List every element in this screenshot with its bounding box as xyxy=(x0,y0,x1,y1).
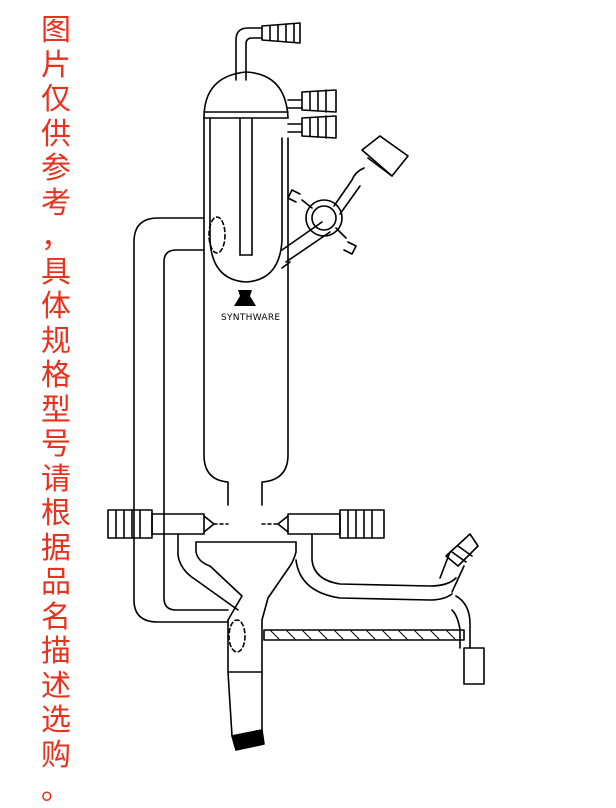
disclaimer-char: 图 xyxy=(41,13,71,48)
disclaimer-char: 购 xyxy=(41,737,71,773)
stopcock-side-arm xyxy=(281,135,409,269)
disclaimer-char: 具 xyxy=(41,254,71,290)
synthware-logo: SYNTHWARE xyxy=(221,290,280,323)
disclaimer-char: 品 xyxy=(41,565,71,600)
bottom-ground-joint xyxy=(227,619,265,751)
glass-apparatus-diagram: SYNTHWARE xyxy=(107,22,485,751)
disclaimer-char: 根 xyxy=(41,496,71,531)
disclaimer-char: 请 xyxy=(41,461,71,497)
brand-name: SYNTHWARE xyxy=(221,313,280,323)
disclaimer-char: ， xyxy=(41,220,71,255)
disclaimer-char: 体 xyxy=(41,289,71,324)
disclaimer-char: 。 xyxy=(41,772,71,807)
disclaimer-vertical-text: 图片仅供参考，具体规格型号请根据品名描述选购。 xyxy=(34,13,78,808)
disclaimer-char: 型 xyxy=(41,392,71,428)
disclaimer-char: 供 xyxy=(41,116,71,152)
reservoir-body xyxy=(203,117,289,506)
condenser-jacket xyxy=(203,71,337,139)
disclaimer-char: 描 xyxy=(41,634,71,669)
condenser-top-hose-barb xyxy=(235,22,301,81)
joint-row xyxy=(107,509,385,539)
disclaimer-char: 规 xyxy=(41,323,71,359)
disclaimer-char: 据 xyxy=(41,530,71,566)
lower-manifold xyxy=(177,533,457,621)
disclaimer-char: 仅 xyxy=(41,82,71,117)
jacketed-tube xyxy=(263,595,485,685)
disclaimer-char: 名 xyxy=(41,599,71,635)
side-hose-barb xyxy=(439,533,479,593)
disclaimer-char: 参 xyxy=(41,151,71,186)
disclaimer-char: 述 xyxy=(41,668,71,704)
disclaimer-char: 片 xyxy=(41,47,71,83)
flask-logo-icon xyxy=(234,290,256,306)
disclaimer-char: 考 xyxy=(41,185,71,221)
disclaimer-char: 格 xyxy=(41,358,71,393)
return-tube xyxy=(133,217,229,623)
disclaimer-char: 选 xyxy=(41,703,71,738)
disclaimer-char: 号 xyxy=(41,427,71,462)
